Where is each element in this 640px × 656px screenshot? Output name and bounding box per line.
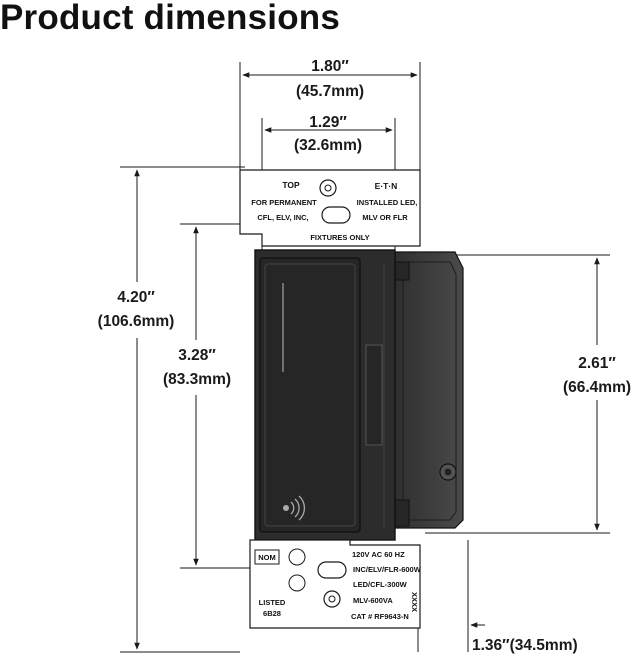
overall-width-inch: 1.80″: [311, 58, 349, 75]
overall-width-mm: (45.7mm): [296, 83, 364, 100]
overall-height-inch: 4.20″: [117, 289, 155, 306]
paddle-width-mm: (32.6mm): [294, 137, 362, 154]
dimmer-face: [254, 249, 396, 541]
paddle-height-inch: 3.28″: [178, 347, 216, 364]
strap-left-line-1: FOR PERMANENT: [251, 198, 317, 207]
paddle-height-mm: (83.3mm): [163, 371, 231, 388]
ul-cert-logo: [288, 574, 306, 592]
bottom-strap-listing-code: 6B28: [263, 609, 281, 618]
bottom-mounting-strap: [249, 539, 421, 629]
bottom-strap-spec-5: CAT # RF9643-N: [351, 612, 409, 621]
page-title: Product dimensions: [0, 0, 341, 37]
body-height-mm: (66.4mm): [563, 379, 631, 396]
bottom-strap-listed: LISTED: [259, 598, 286, 607]
strap-right-line-2: MLV OR FLR: [362, 213, 408, 222]
bottom-strap-slot: [317, 561, 347, 579]
bottom-strap-spec-2: INC/ELV/FLR-600W: [353, 565, 422, 574]
strap-right-line-1: INSTALLED LED,: [357, 198, 418, 207]
bottom-strap-spec-3: LED/CFL-300W: [353, 580, 408, 589]
wireless-icon: [283, 505, 289, 511]
strap-brand: E·T·N: [375, 181, 398, 191]
bottom-strap-spec-4: MLV-600VA: [353, 596, 393, 605]
bottom-strap-nom: NOM: [258, 553, 276, 562]
strap-top-label: TOP: [282, 180, 300, 190]
bottom-strap-spec-1: 120V AC 60 HZ: [352, 550, 405, 559]
paddle-width-inch: 1.29″: [309, 114, 347, 131]
overall-height-mm: (106.6mm): [98, 313, 175, 330]
dimming-slider: [365, 344, 383, 446]
body-height-inch: 2.61″: [578, 355, 616, 372]
nom-cert-logo: [288, 548, 306, 566]
dimmer-side-body: [375, 251, 464, 529]
top-mounting-strap: [239, 169, 421, 247]
strap-left-line-2: CFL, ELV, INC,: [257, 213, 308, 222]
bottom-strap-side-code: XXXX: [410, 592, 419, 612]
depth-label: 1.36″(34.5mm): [472, 637, 578, 654]
strap-slot: [321, 206, 351, 224]
rocker-paddle: [259, 257, 361, 533]
strap-bottom-line: FIXTURES ONLY: [310, 233, 369, 242]
